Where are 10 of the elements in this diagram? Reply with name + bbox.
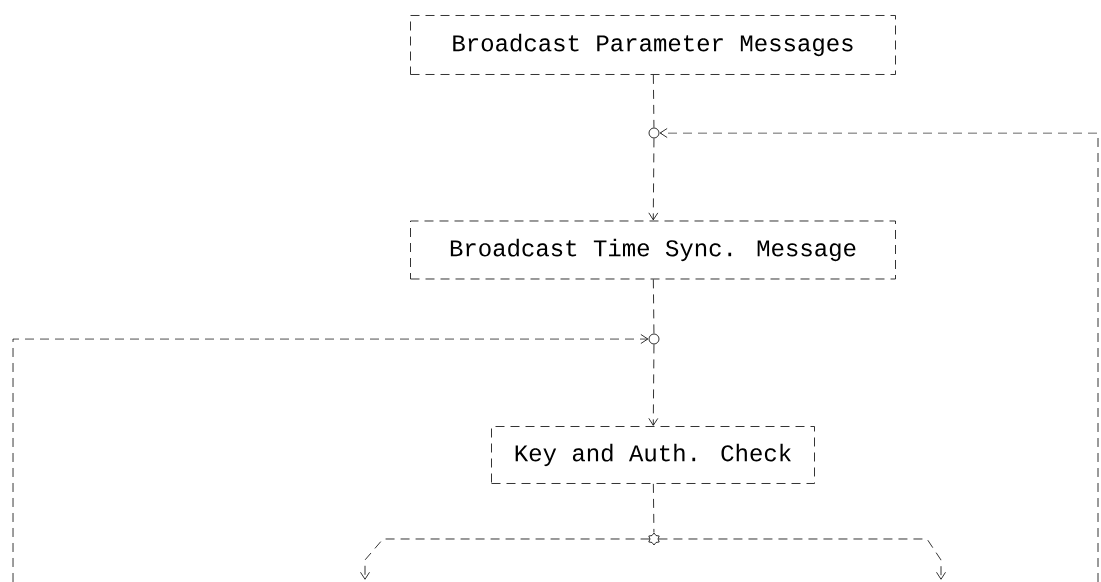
arrow [648,138,659,221]
arrow [648,344,659,426]
process-box: Broadcast Parameter Messages [410,15,896,75]
arrow [12,334,649,582]
arrow [360,538,650,580]
process-box: Key and Auth. Check [491,426,815,484]
arrow [658,538,946,580]
process-box: Broadcast Time Sync. Message [410,220,896,280]
junction-star [648,532,660,546]
arrow [659,128,1099,582]
